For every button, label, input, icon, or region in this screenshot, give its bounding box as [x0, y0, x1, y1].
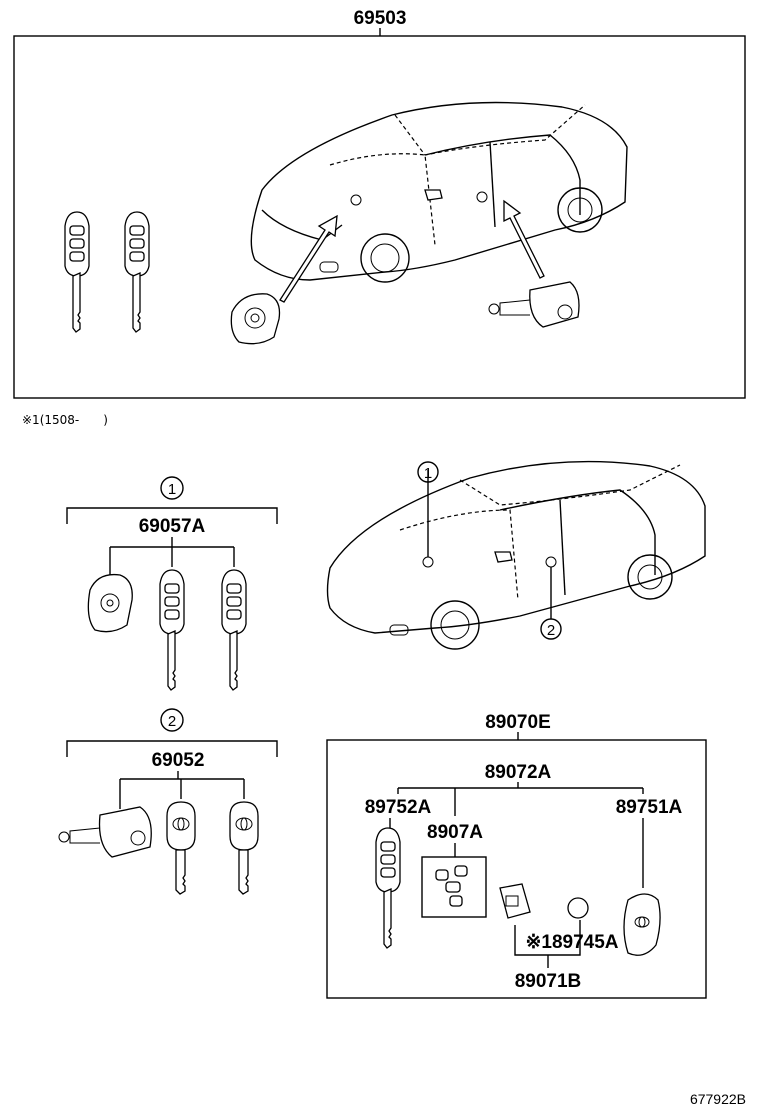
key-icon	[375, 827, 401, 949]
part-69503-frame	[13, 35, 746, 399]
part-69503-label: 69503	[354, 8, 407, 29]
key-icon	[221, 569, 247, 691]
circle-2-marker	[160, 708, 184, 732]
part-69052-label: 69052	[152, 750, 205, 771]
group-1: 1 69057A	[66, 476, 278, 691]
door-lock-cylinder-icon	[87, 573, 133, 633]
part-89070E-frame	[326, 739, 707, 999]
part-69503-group: 69503	[13, 8, 746, 399]
car-marker-1-label: 1	[424, 465, 432, 482]
circle-2-label: 2	[168, 713, 176, 730]
part-8907A-label: 8907A	[427, 822, 483, 843]
smart-key-fob-icon	[623, 893, 661, 956]
part-89751A-label: 89751A	[616, 797, 683, 818]
group-2: 2 69052	[58, 708, 278, 895]
ignition-cylinder-icon	[58, 806, 152, 858]
car-marker-1	[417, 461, 439, 483]
car-icon	[250, 101, 628, 283]
key-icon	[64, 211, 90, 333]
car-marker-2	[540, 618, 562, 640]
production-note: ※1(1508- )	[22, 413, 108, 427]
button-pad-frame	[421, 856, 487, 918]
button-pad-icon	[435, 865, 468, 907]
door-lock-cylinder-icon	[230, 293, 281, 345]
key-icon	[166, 801, 196, 895]
key-icon	[159, 569, 185, 691]
part-89745A-label: ※189745A	[525, 932, 618, 953]
part-89070E-label: 89070E	[485, 712, 551, 733]
transmitter-module-icon	[499, 883, 531, 919]
circle-1-marker	[160, 476, 184, 500]
part-69057A-label: 69057A	[139, 516, 206, 537]
battery-icon	[567, 897, 589, 919]
car-marker-2-label: 2	[547, 622, 555, 639]
car-icon: 1 2	[326, 460, 706, 650]
part-89071B-label: 89071B	[515, 971, 582, 992]
ignition-cylinder-icon	[488, 281, 580, 328]
part-89072A-label: 89072A	[485, 762, 552, 783]
key-icon	[124, 211, 150, 333]
diagram-id: 677922B	[690, 1091, 746, 1107]
part-89070E-group: 89070E 89072A 89752A 8907A 89751A ※18974…	[326, 712, 707, 999]
key-icon	[229, 801, 259, 895]
part-89752A-label: 89752A	[365, 797, 432, 818]
circle-1-label: 1	[168, 481, 176, 498]
